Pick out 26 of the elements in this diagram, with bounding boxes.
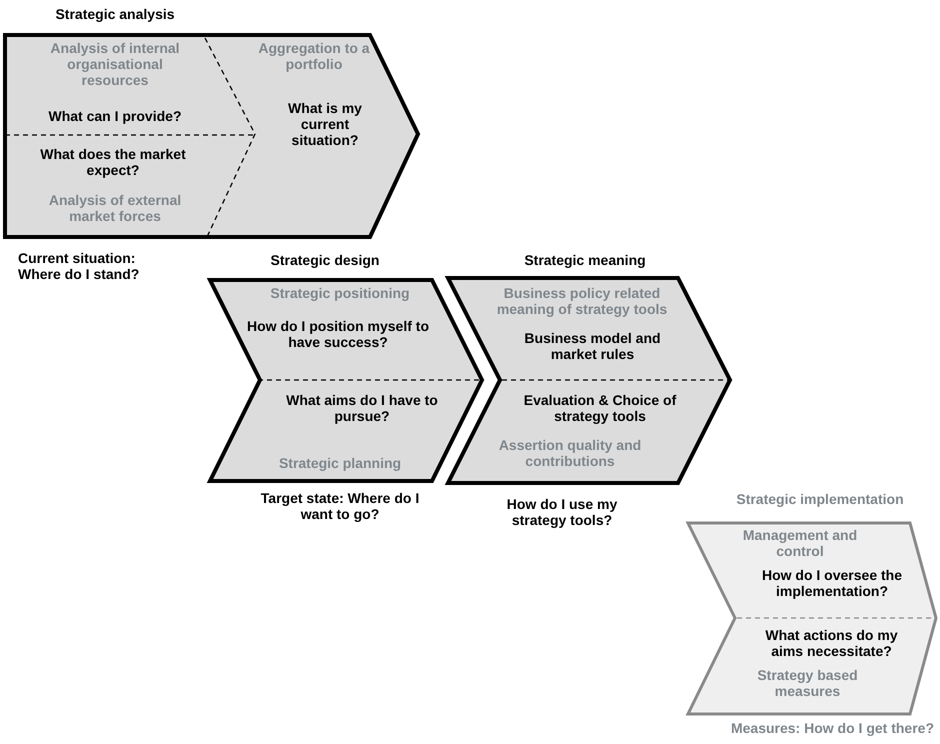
step-description: Strategy based measures (756, 667, 859, 699)
chevron-caption: Measures: How do I get there? (730, 720, 935, 736)
step-description: Strategic planning (278, 455, 402, 471)
guiding-question: What actions do my aims necessitate? (764, 627, 899, 659)
chevron-caption: Current situation: Where do I stand? (18, 250, 140, 282)
step-description: Aggregation to a portfolio (258, 40, 370, 72)
chevron-heading: Strategic implementation (735, 491, 905, 507)
guiding-question: Business model and market rules (523, 330, 662, 362)
guiding-question: What can I provide? (47, 108, 182, 124)
guiding-question: What does the market expect? (39, 146, 187, 178)
step-description: Business policy related meaning of strategy tools (496, 285, 668, 317)
chevron-heading: Strategic design (270, 252, 380, 268)
guiding-question: How do I oversee the implementation? (760, 567, 904, 599)
guiding-question: What aims do I have to pursue? (285, 392, 439, 424)
step-description: Management and control (742, 527, 858, 559)
guiding-question: What is my current situation? (287, 100, 363, 148)
chevron-heading: Strategic analysis (54, 6, 176, 22)
chevron-heading: Strategic meaning (523, 252, 647, 268)
guiding-question: How do I position myself to have success? (246, 318, 430, 350)
step-description: Analysis of external market forces (48, 192, 182, 224)
guiding-question: Evaluation & Choice of strategy tools (522, 392, 678, 424)
step-description: Assertion quality and contributions (498, 437, 642, 469)
chevron-caption: How do I use my strategy tools? (506, 496, 618, 528)
chevron-caption: Target state: Where do I want to go? (260, 490, 420, 522)
step-description: Strategic positioning (269, 285, 411, 301)
step-description: Analysis of internal organisational resources (49, 40, 181, 88)
